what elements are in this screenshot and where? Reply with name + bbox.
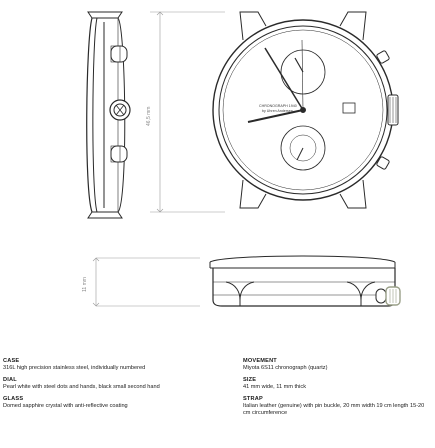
spec-glass: GLASS Domed sapphire crystal with anti-r… [3,396,189,410]
spec-movement: MOVEMENT Miyota 6S11 chronograph (quartz… [243,358,429,372]
spec-case: CASE 316L high precision stainless steel… [3,358,189,372]
spec-text: 41 mm wide, 11 mm thick [243,384,306,390]
dial-text-line1: CHRONOGRAPH 1940 [259,104,297,108]
spec-heading: GLASS [3,396,24,402]
front-view [212,11,399,209]
dimension-lines [92,11,225,307]
spec-dial: DIAL Pearl white with steel dots and han… [3,377,189,391]
dial-text-line2: by Uhren Andersen [262,109,293,113]
side-view [86,11,131,219]
spec-heading: MOVEMENT [243,358,277,364]
spec-column-left: CASE 316L high precision stainless steel… [3,358,189,415]
height-dimension-label: 46,5 mm [146,106,152,126]
spec-heading: STRAP [243,396,263,402]
spec-text: Pearl white with steel dots and hands, b… [3,384,160,390]
spec-text: 316L high precision stainless steel, ind… [3,365,146,371]
spec-strap: STRAP Italian leather (genuine) with pin… [243,396,429,417]
spec-text: Domed sapphire crystal with anti-reflect… [3,403,128,409]
spec-size: SIZE 41 mm wide, 11 mm thick [243,377,429,391]
spec-text: Italian leather (genuine) with pin buckl… [243,403,425,416]
top-view [209,255,401,307]
thickness-dimension-label: 11 mm [82,277,88,292]
spec-heading: SIZE [243,377,257,383]
spec-text: Miyota 6S11 chronograph (quartz) [243,365,328,371]
spec-heading: DIAL [3,377,17,383]
spec-heading: CASE [3,358,20,364]
spec-column-right: MOVEMENT Miyota 6S11 chronograph (quartz… [243,358,429,422]
